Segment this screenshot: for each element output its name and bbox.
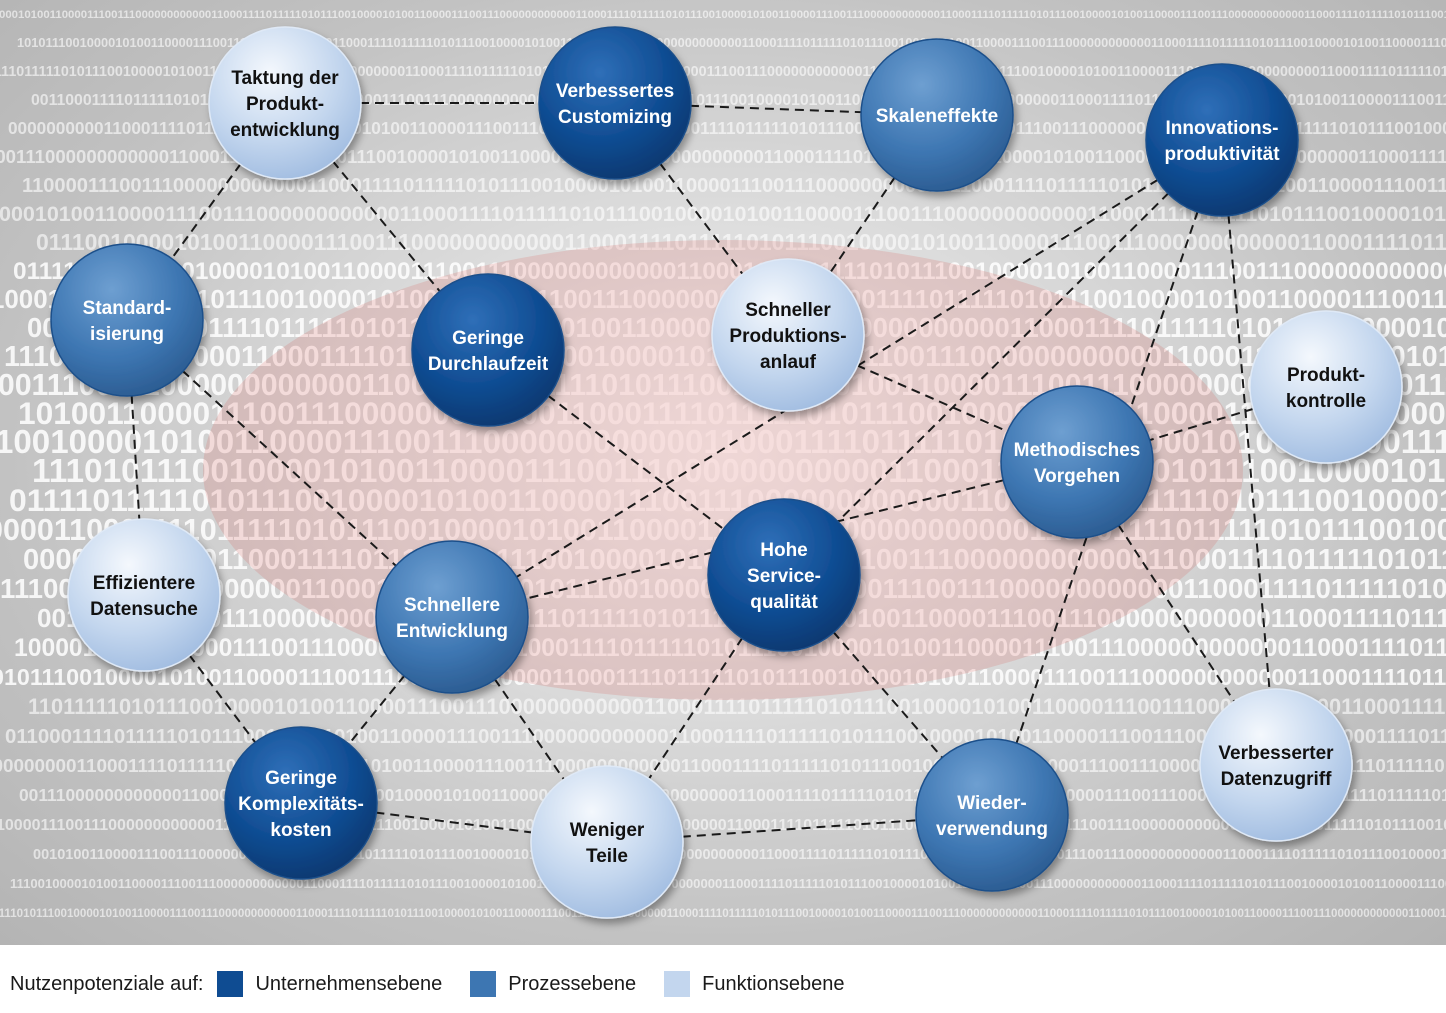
legend-swatch-unternehmen [217, 971, 244, 997]
node-label-taktung-2: entwicklung [230, 120, 340, 141]
binary-digit-row: 0111101111101011100100001010011000011100… [9, 482, 1446, 518]
binary-digit-row: 1100001110011100000000000011000111101111… [22, 175, 1446, 197]
node-skaleneffekte: Skaleneffekte [860, 38, 1014, 192]
node-label-innovation-0: Innovations- [1166, 118, 1279, 139]
legend-swatch-funktion [664, 971, 691, 997]
node-label-produktionsanlauf-2: anlauf [760, 352, 817, 373]
node-label-teile-1: Teile [586, 846, 628, 867]
node-label-komplexitaet-2: kosten [270, 820, 331, 841]
binary-digit-row: 0011000111101111101011100100001010011000… [31, 92, 1446, 109]
node-label-servicequalitaet-1: Service- [747, 566, 821, 587]
binary-digit-row: 0111001000010100110000111001110000000000… [36, 229, 1446, 255]
node-label-komplexitaet-1: Komplexitäts- [238, 794, 364, 815]
node-innovation: Innovations-produktivität [1145, 63, 1299, 217]
node-label-datenzugriff-0: Verbesserter [1218, 743, 1334, 764]
legend-text-funktion: Funktionsebene [702, 972, 845, 995]
node-label-entwicklung-1: Entwicklung [396, 621, 508, 642]
node-label-wiederverwendung-0: Wieder- [957, 793, 1027, 814]
binary-digit-row: 1110111110101110010000101001100001110011… [0, 64, 1446, 80]
node-circle-standardisierung [50, 243, 204, 397]
edge-innovation-servicequalitaet [783, 139, 1223, 576]
node-label-methodisch-1: Vorgehen [1034, 466, 1120, 487]
binary-digit-row: 1001000010100110000111001110000000000001… [0, 424, 1446, 461]
node-circle-wiederverwendung [915, 738, 1069, 892]
node-circle-datenzugriff [1199, 688, 1353, 842]
node-circle-customizing [538, 26, 692, 180]
node-label-datensuche-1: Datensuche [90, 599, 198, 620]
node-label-datenzugriff-1: Datenzugriff [1221, 769, 1333, 790]
binary-digit-row: 1101111101011100100001010011000011100111… [28, 694, 1446, 719]
node-label-teile-0: Weniger [570, 820, 645, 841]
legend-text-prozess: Prozessebene [508, 972, 637, 995]
node-circle-entwicklung [375, 540, 529, 694]
binary-digit-row: 1001110000000000001100011110111110101110… [0, 146, 1446, 167]
node-label-produktkontrolle-0: Produkt- [1287, 365, 1365, 386]
node-label-taktung-1: Produkt- [246, 94, 324, 115]
node-label-taktung-0: Taktung der [231, 68, 339, 89]
node-circle-methodisch [1000, 385, 1154, 539]
node-label-durchlaufzeit-1: Durchlaufzeit [428, 354, 549, 375]
node-label-wiederverwendung-1: verwendung [936, 819, 1048, 840]
nodes-layer: Taktung derProdukt-entwicklungVerbessert… [50, 26, 1403, 919]
legend-swatch-prozess [470, 971, 497, 997]
node-label-standardisierung-1: isierung [90, 324, 164, 345]
node-label-produktionsanlauf-0: Schneller [745, 300, 831, 321]
node-standardisierung: Standard-isierung [50, 243, 204, 397]
node-circle-produktkontrolle [1249, 310, 1403, 464]
node-label-produktionsanlauf-1: Produktions- [729, 326, 846, 347]
benefit-network-diagram: Taktung derProdukt-entwicklungVerbessert… [50, 26, 1403, 919]
node-circle-datensuche [67, 518, 221, 672]
node-label-innovation-1: produktivität [1164, 144, 1280, 165]
node-label-customizing-0: Verbessertes [556, 81, 674, 102]
node-circle-produktionsanlauf [711, 258, 865, 412]
node-label-produktkontrolle-1: kontrolle [1286, 391, 1366, 412]
node-label-standardisierung-0: Standard- [83, 298, 172, 319]
binary-digit-row: 1110101110010000101001100001110011100000… [32, 453, 1446, 490]
diagram-stage: 0100001010011000011100111000000000000110… [0, 0, 1446, 945]
node-circle-servicequalitaet [707, 498, 861, 652]
node-label-entwicklung-0: Schnellere [404, 595, 500, 616]
legend-label: Nutzenpotenziale auf: [10, 972, 204, 995]
node-label-methodisch-0: Methodisches [1014, 440, 1141, 461]
legend: Nutzenpotenziale auf: Unternehmensebene … [0, 955, 1446, 1013]
edge-innovation-datenzugriff [1221, 139, 1277, 766]
binary-digit-row: 0110001111011111010111001000010100110000… [5, 726, 1446, 748]
node-circle-taktung [208, 26, 362, 180]
binary-digit-row: 1010111001000010100110000111001110000000… [17, 35, 1446, 50]
legend-text-unternehmen: Unternehmensebene [255, 972, 443, 995]
node-label-servicequalitaet-2: qualität [750, 592, 818, 613]
node-circle-teile [530, 765, 684, 919]
node-circle-skaleneffekte [860, 38, 1014, 192]
node-label-durchlaufzeit-0: Geringe [452, 328, 524, 349]
node-label-skaleneffekte-0: Skaleneffekte [876, 106, 999, 127]
binary-digit-row: 1110010000101001100001110011100000000000… [10, 876, 1446, 891]
binary-digit-row: 0010100110000111001110000000000001100011… [33, 847, 1446, 863]
node-label-datensuche-0: Effizientere [93, 573, 195, 594]
node-label-komplexitaet-0: Geringe [265, 768, 337, 789]
binary-digit-row: 1010011000011100111000000000000110001111… [18, 395, 1446, 431]
binary-digit-row: 0000000000110001111011111010111001000010… [8, 118, 1446, 138]
node-circle-innovation [1145, 63, 1299, 217]
node-circle-komplexitaet [224, 726, 378, 880]
node-circle-durchlaufzeit [411, 273, 565, 427]
binary-digit-row: 1111101011100100001010011000011100111000… [0, 907, 1446, 920]
binary-digit-row: 0111110101110010000101001100001110011100… [13, 258, 1446, 285]
node-produktkontrolle: Produkt-kontrolle [1249, 310, 1403, 464]
binary-digit-row: 0100001010011000011100111000000000000110… [0, 9, 1446, 21]
node-label-customizing-1: Customizing [558, 107, 672, 128]
node-label-servicequalitaet-0: Hohe [760, 540, 808, 561]
node-wiederverwendung: Wieder-verwendung [915, 738, 1069, 892]
